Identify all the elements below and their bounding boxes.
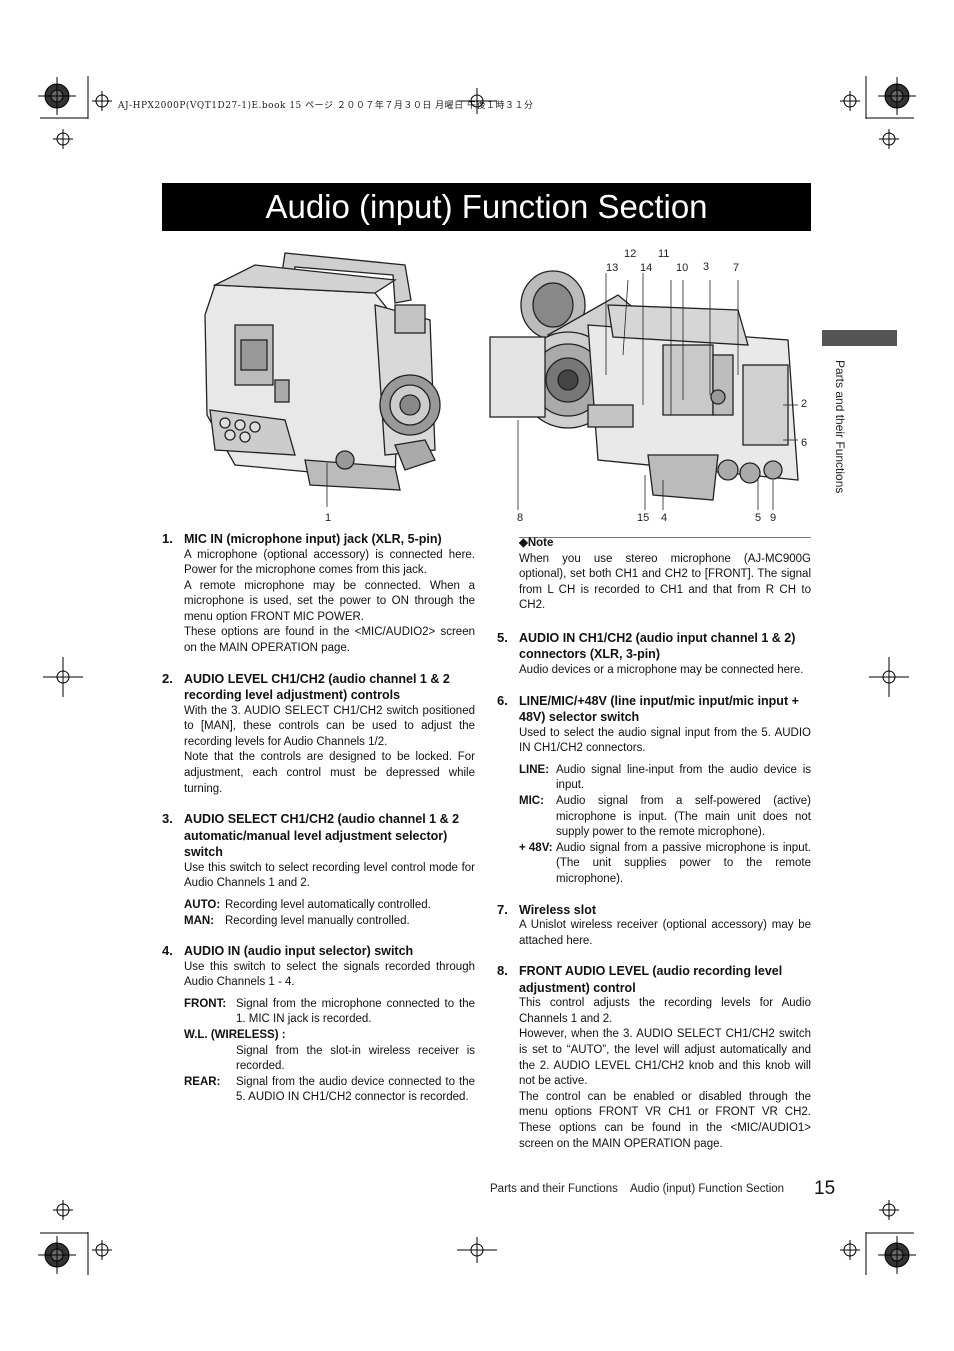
item-7: 7. Wireless slot A Unislot wireless rece… bbox=[497, 902, 811, 950]
figure-right-callout: 8 bbox=[517, 512, 524, 524]
def-desc: Signal from the slot-in wireless receive… bbox=[236, 1044, 475, 1073]
item-number: 3. bbox=[162, 811, 173, 827]
note: ◆Note When you use stereo microphone (AJ… bbox=[519, 536, 811, 614]
def-desc: Audio signal line-input from the audio d… bbox=[556, 763, 811, 792]
definition-list: FRONT: Signal from the microphone connec… bbox=[184, 997, 475, 1106]
figure-right-callout: 9 bbox=[770, 512, 777, 524]
def-term: REAR: bbox=[184, 1075, 221, 1088]
page-number: 15 bbox=[814, 1178, 836, 1199]
item-body: Use this switch to select the signals re… bbox=[184, 960, 475, 989]
item-1: 1. MIC IN (microphone input) jack (XLR, … bbox=[162, 531, 475, 657]
item-heading: AUDIO LEVEL CH1/CH2 (audio channel 1 & 2… bbox=[184, 671, 450, 703]
figure-right-callout: 13 bbox=[606, 262, 619, 274]
def-term: MIC: bbox=[519, 794, 544, 807]
item-heading: LINE/MIC/+48V (line input/mic input/mic … bbox=[519, 693, 799, 725]
side-section-label: Parts and their Functions bbox=[833, 360, 847, 494]
item-5: 5. AUDIO IN CH1/CH2 (audio input channel… bbox=[497, 630, 811, 679]
item-heading: AUDIO IN CH1/CH2 (audio input channel 1 … bbox=[519, 630, 796, 662]
item-number: 1. bbox=[162, 531, 173, 546]
item-number: 7. bbox=[497, 901, 508, 917]
item-2: 2. AUDIO LEVEL CH1/CH2 (audio channel 1 … bbox=[162, 671, 475, 798]
figure-right-callout: 2 bbox=[801, 398, 808, 410]
figure-right-callout: 4 bbox=[661, 512, 668, 524]
figure-right-callout: 5 bbox=[755, 512, 762, 524]
def-term: AUTO: bbox=[184, 898, 221, 911]
def-desc: Signal from the microphone connected to … bbox=[236, 997, 475, 1026]
item-number: 6. bbox=[497, 692, 508, 708]
def-term: + 48V: bbox=[519, 841, 553, 854]
item-heading: AUDIO SELECT CH1/CH2 (audio channel 1 & … bbox=[184, 812, 460, 860]
item-body: With the 3. AUDIO SELECT CH1/CH2 switch … bbox=[184, 704, 475, 795]
item-number: 8. bbox=[497, 963, 508, 979]
item-number: 5. bbox=[497, 629, 508, 645]
item-body: A Unislot wireless receiver (optional ac… bbox=[519, 919, 811, 947]
item-heading: MIC IN (microphone input) jack (XLR, 5-p… bbox=[184, 532, 442, 546]
right-column: ◆Note When you use stereo microphone (AJ… bbox=[497, 536, 811, 1152]
note-divider bbox=[519, 537, 811, 538]
figure-right-callout: 6 bbox=[801, 437, 808, 449]
definition-list: AUTO: Recording level automatically cont… bbox=[184, 898, 475, 929]
figure-left-callout: 1 bbox=[325, 512, 332, 524]
item-number: 2. bbox=[162, 670, 173, 686]
def-desc: Recording level manually controlled. bbox=[225, 914, 410, 927]
section-tab-marker bbox=[822, 330, 897, 346]
definition-list: LINE: Audio signal line-input from the a… bbox=[519, 763, 811, 888]
def-desc: Audio signal from a self-powered (active… bbox=[556, 794, 811, 839]
item-body: Use this switch to select recording leve… bbox=[184, 861, 475, 890]
camera-front-illustration bbox=[489, 270, 799, 510]
figure-right-callout: 10 bbox=[676, 262, 689, 274]
footer-breadcrumb: Parts and their Functions Audio (input) … bbox=[490, 1183, 785, 1195]
page-title: Audio (input) Function Section bbox=[162, 183, 811, 231]
item-8: 8. FRONT AUDIO LEVEL (audio recording le… bbox=[497, 963, 811, 1152]
item-3: 3. AUDIO SELECT CH1/CH2 (audio channel 1… bbox=[162, 811, 475, 929]
def-desc: Audio signal from a passive microphone i… bbox=[556, 841, 811, 885]
def-desc: Signal from the audio device connected t… bbox=[236, 1075, 475, 1104]
camera-side-illustration bbox=[204, 252, 441, 507]
def-term: FRONT: bbox=[184, 997, 227, 1010]
item-heading: FRONT AUDIO LEVEL (audio recording level… bbox=[519, 964, 783, 995]
print-info-line: AJ-HPX2000P(VQT1D27-1)E.book 15 ページ ２００７… bbox=[118, 101, 534, 111]
item-body: Used to select the audio signal input fr… bbox=[519, 726, 811, 755]
note-body: When you use stereo microphone (AJ-MC900… bbox=[519, 552, 811, 612]
figure-right-callout: 14 bbox=[640, 262, 653, 274]
def-term: LINE: bbox=[519, 763, 550, 776]
item-heading: AUDIO IN (audio input selector) switch bbox=[184, 944, 414, 959]
figure-right-callout: 3 bbox=[703, 261, 710, 273]
item-body: Audio devices or a microphone may be con… bbox=[519, 663, 804, 676]
def-term: W.L. (WIRELESS) : bbox=[184, 1028, 286, 1041]
def-term: MAN: bbox=[184, 914, 215, 927]
item-6: 6. LINE/MIC/+48V (line input/mic input/m… bbox=[497, 693, 811, 888]
left-column: 1. MIC IN (microphone input) jack (XLR, … bbox=[162, 531, 475, 1106]
item-body: This control adjusts the recording level… bbox=[519, 997, 811, 1150]
figure-right-callout: 15 bbox=[637, 512, 650, 524]
item-heading: Wireless slot bbox=[519, 902, 597, 917]
figure-right-callout: 11 bbox=[658, 248, 670, 260]
item-4: 4. AUDIO IN (audio input selector) switc… bbox=[162, 943, 475, 1106]
note-heading: ◆Note bbox=[519, 537, 554, 549]
figure-right-callout: 7 bbox=[733, 262, 740, 274]
figure-right-callout: 12 bbox=[624, 248, 637, 260]
def-desc: Recording level automatically controlled… bbox=[225, 898, 431, 911]
item-number: 4. bbox=[162, 943, 173, 959]
item-body: A microphone (optional accessory) is con… bbox=[184, 548, 475, 655]
